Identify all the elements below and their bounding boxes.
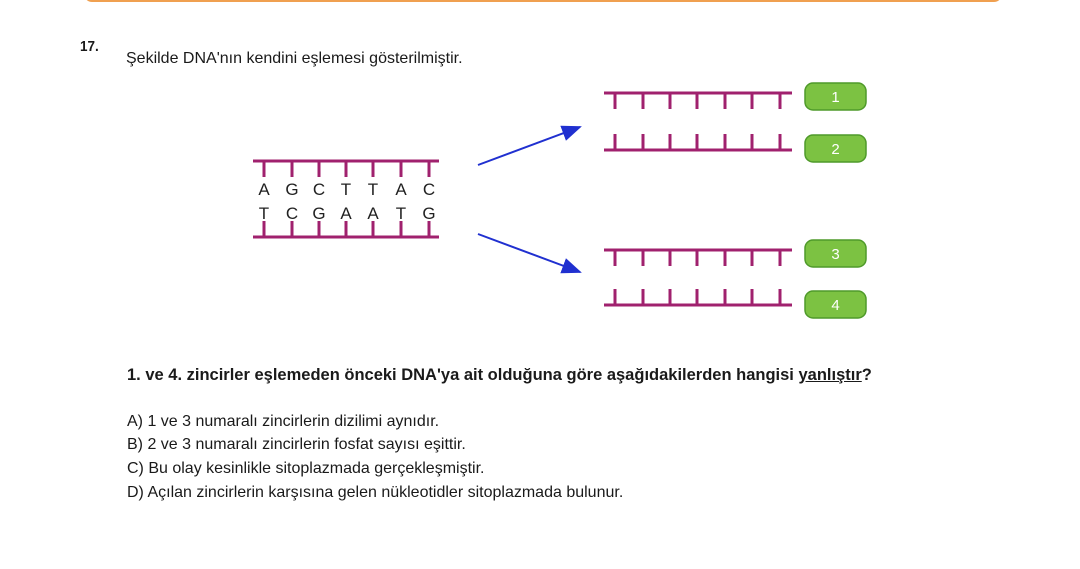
base-letter: A <box>340 204 352 223</box>
chain-label-badge <box>804 82 867 111</box>
chain-label-3: 3 <box>831 246 839 263</box>
option-c[interactable]: C) Bu olay kesinlikle sitoplazmada gerçe… <box>127 460 485 477</box>
base-letter: G <box>312 204 325 223</box>
base-letter: G <box>422 204 435 223</box>
question-emphasis: yanlıştır <box>798 366 862 384</box>
base-letter: C <box>313 180 325 199</box>
base-letter: T <box>368 180 378 199</box>
chain-label-badge <box>804 134 867 163</box>
chain-label-2: 2 <box>831 141 839 158</box>
option-d[interactable]: D) Açılan zincirlerin karşısına gelen nü… <box>127 484 624 501</box>
option-b[interactable]: B) 2 ve 3 numaralı zincirlerin fosfat sa… <box>127 436 466 453</box>
chain-label-badge <box>804 290 867 319</box>
base-letter: T <box>341 180 351 199</box>
question-stem: 1. ve 4. zincirler eşlemeden önceki DNA'… <box>127 366 872 385</box>
base-letter: C <box>423 180 435 199</box>
base-letter: C <box>286 204 298 223</box>
question-number: 17. <box>80 38 99 55</box>
arrow-icon <box>477 125 582 166</box>
chain-label-badge <box>804 239 867 268</box>
arrow-icon <box>477 233 582 274</box>
chain-label-4: 4 <box>831 297 839 314</box>
base-letter: A <box>395 180 407 199</box>
base-letter: A <box>367 204 379 223</box>
base-letter: T <box>259 204 269 223</box>
option-a[interactable]: A) 1 ve 3 numaralı zincirlerin dizilimi … <box>127 413 440 430</box>
question-intro: Şekilde DNA'nın kendini eşlemesi gösteri… <box>126 50 463 67</box>
chain-label-1: 1 <box>831 89 839 106</box>
base-letter: A <box>258 180 270 199</box>
question-text: 1. ve 4. zincirler eşlemeden önceki DNA'… <box>127 366 799 384</box>
base-letter: T <box>396 204 406 223</box>
question-mark: ? <box>861 366 872 384</box>
base-letter: G <box>285 180 298 199</box>
